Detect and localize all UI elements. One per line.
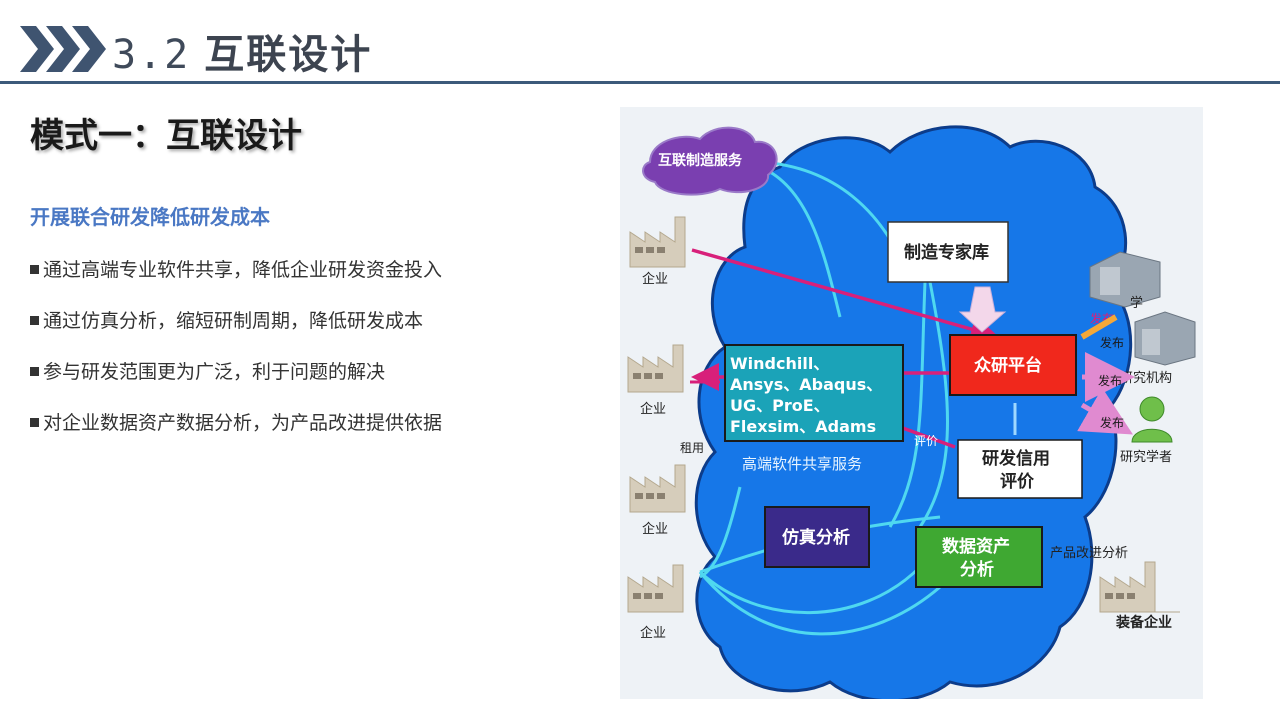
enterprise-label: 企业 (642, 521, 668, 537)
institute-label: 研究机构 (1120, 371, 1172, 386)
bullet-text: 对企业数据资产数据分析，为产品改进提供依据 (43, 412, 443, 434)
section-number: 3.2 (112, 32, 191, 78)
simulation-box (764, 506, 870, 568)
software-service-label: 高端软件共享服务 (742, 455, 862, 473)
expert-db-box (887, 221, 1009, 283)
bullet-list: 通过高端专业软件共享，降低企业研发资金投入 通过仿真分析，缩短研制周期，降低研发… (30, 258, 442, 462)
bullet-item: 对企业数据资产数据分析，为产品改进提供依据 (30, 411, 442, 462)
factory-icon (1099, 561, 1180, 613)
header-divider (0, 81, 1280, 84)
equipment-enterprise-label: 装备企业 (1115, 614, 1172, 631)
factory-icon (627, 344, 684, 393)
university-label: 学 (1130, 295, 1143, 311)
credit-line: 研发信用 (982, 448, 1050, 469)
enterprise-label: 企业 (640, 401, 666, 417)
down-arrow-icon (958, 286, 1007, 333)
software-line: UG、ProE、 (730, 396, 830, 415)
bullet-square-icon (30, 265, 39, 274)
platform-box (949, 334, 1077, 396)
bullet-item: 参与研发范围更为广泛，利于问题的解决 (30, 360, 442, 411)
section-title-text: 互联设计 (204, 32, 373, 78)
software-line: Ansys、Abaqus、 (730, 375, 882, 394)
mode-title: 模式一：互联设计 (30, 116, 302, 156)
bullet-text: 通过高端专业软件共享，降低企业研发资金投入 (43, 259, 443, 281)
interconnect-diagram: 互联制造服务 制造专家库 众研平台 Windchill、 Ansys、Abaqu… (620, 107, 1203, 703)
factory-icon (629, 216, 686, 268)
bullet-square-icon (30, 316, 39, 325)
credit-line: 评价 (1000, 472, 1035, 492)
data-asset-line: 分析 (960, 559, 994, 580)
expert-db-label: 制造专家库 (904, 242, 989, 263)
cloud-label: 互联制造服务 (658, 152, 743, 169)
data-asset-line: 数据资产 (942, 536, 1010, 557)
institute-building-icon (1134, 311, 1196, 366)
bullet-text: 通过仿真分析，缩短研制周期，降低研发成本 (43, 310, 424, 332)
bullet-square-icon (30, 418, 39, 427)
submit-arrow (1080, 314, 1118, 340)
simulation-label: 仿真分析 (782, 527, 850, 548)
evaluate-label: 评价 (914, 434, 938, 448)
manufacturing-cloud (642, 126, 778, 196)
enterprise-label: 企业 (640, 625, 666, 641)
bullet-item: 通过高端专业软件共享，降低企业研发资金投入 (30, 258, 442, 309)
enterprise-label: 企业 (642, 271, 668, 287)
publish-label: 发布 (1100, 335, 1124, 350)
software-line: Flexsim、Adams (730, 417, 876, 436)
factory-icon (627, 564, 684, 613)
credit-box (957, 439, 1083, 499)
bullet-item: 通过仿真分析，缩短研制周期，降低研发成本 (30, 309, 442, 360)
red-connectors (691, 248, 999, 449)
platform-label: 众研平台 (974, 355, 1042, 376)
improvement-label: 产品改进分析 (1050, 546, 1128, 561)
publish-label: 发布 (1098, 373, 1122, 388)
software-box (724, 344, 904, 442)
researcher-icon (1131, 396, 1173, 443)
publish-arrow (1077, 387, 1133, 435)
rent-label: 租用 (680, 441, 704, 455)
section-title: 3.2 互联设计 (112, 22, 372, 80)
subheading: 开展联合研发降低研发成本 (30, 205, 270, 229)
factory-icon (629, 464, 686, 513)
header-bar: 3.2 互联设计 (0, 0, 1280, 86)
researcher-label: 研究学者 (1120, 449, 1172, 465)
bullet-text: 参与研发范围更为广泛，利于问题的解决 (43, 361, 386, 383)
publish-label: 发布 (1100, 415, 1124, 430)
bullet-square-icon (30, 367, 39, 376)
university-building-icon (1089, 251, 1161, 308)
chevron-icon (20, 26, 106, 72)
software-line: Windchill、 (730, 354, 829, 373)
diagram-svg: 互联制造服务 制造专家库 众研平台 Windchill、 Ansys、Abaqu… (627, 125, 1196, 703)
data-asset-box (915, 526, 1043, 588)
